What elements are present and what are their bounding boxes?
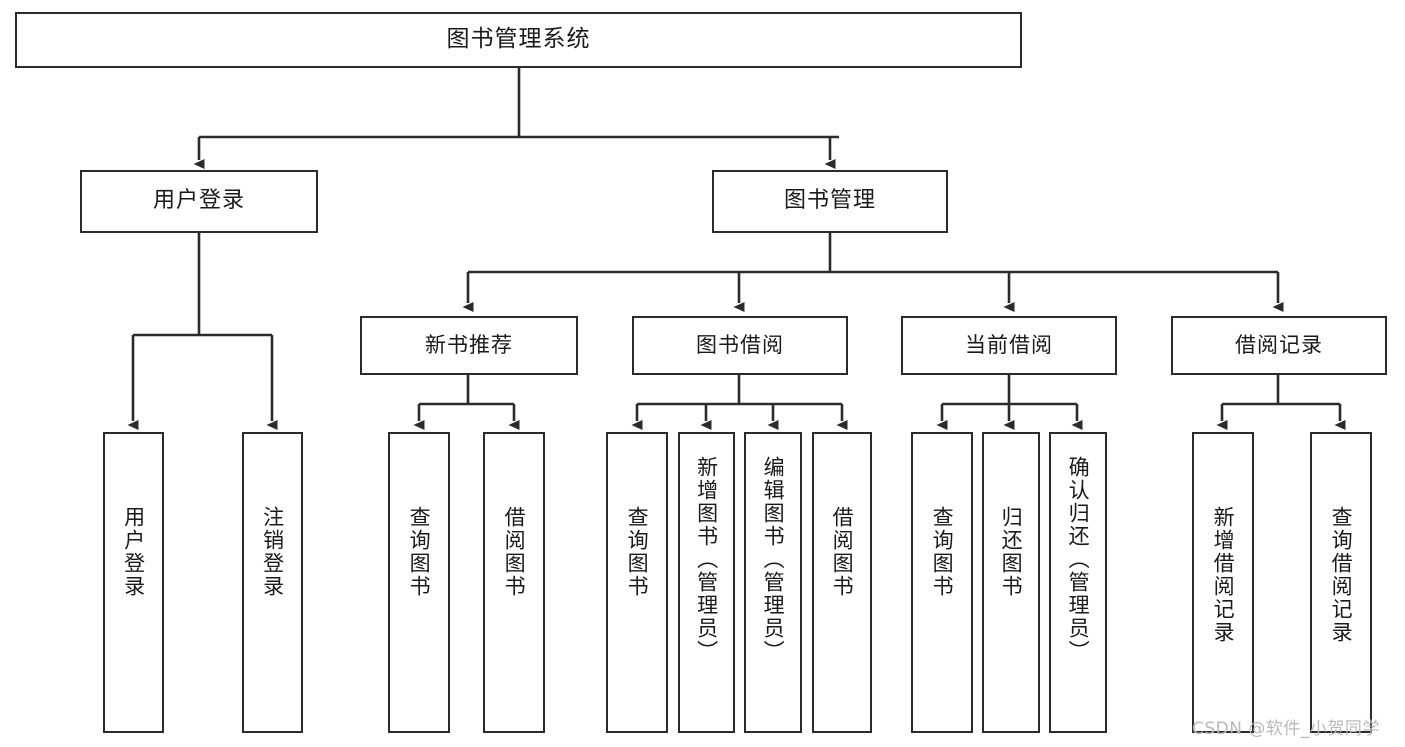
leaf-logout[interactable]: 注销登录 [242,432,303,733]
leaf-current-return-book[interactable]: 归还图书 [982,432,1040,733]
leaf-user-login-label: 用户登录 [121,506,146,598]
node-user-login[interactable]: 用户登录 [80,170,318,233]
leaf-logout-label: 注销登录 [260,506,285,598]
leaf-borrow-edit-book-admin-label: 编辑图书（管理员） [761,456,786,663]
node-root-system[interactable]: 图书管理系统 [15,12,1022,68]
csdn-watermark: CSDN @软件_小贺同学 [1192,719,1380,739]
node-book-borrow[interactable]: 图书借阅 [632,316,848,375]
node-book-borrow-label: 图书借阅 [696,332,784,357]
leaf-current-confirm-return-admin-label: 确认归还（管理员） [1066,456,1091,663]
node-borrow-record[interactable]: 借阅记录 [1171,316,1387,375]
leaf-recommend-borrow-book[interactable]: 借阅图书 [483,432,545,733]
leaf-record-query-record[interactable]: 查询借阅记录 [1310,432,1372,733]
leaf-borrow-borrow-book[interactable]: 借阅图书 [812,432,872,733]
leaf-user-login[interactable]: 用户登录 [103,432,164,733]
leaf-current-query-book-label: 查询图书 [930,506,955,598]
leaf-current-query-book[interactable]: 查询图书 [911,432,973,733]
leaf-borrow-add-book-admin[interactable]: 新增图书（管理员） [678,432,735,733]
node-current-borrow-label: 当前借阅 [965,332,1053,357]
node-borrow-record-label: 借阅记录 [1235,332,1323,357]
node-user-login-label: 用户登录 [152,188,245,214]
leaf-recommend-query-book-label: 查询图书 [407,506,432,598]
leaf-record-add-record[interactable]: 新增借阅记录 [1192,432,1254,733]
leaf-current-return-book-label: 归还图书 [999,506,1024,598]
leaf-record-add-record-label: 新增借阅记录 [1211,506,1236,644]
leaf-borrow-borrow-book-label: 借阅图书 [830,506,855,598]
node-new-book-recommend-label: 新书推荐 [425,332,513,357]
leaf-borrow-edit-book-admin[interactable]: 编辑图书（管理员） [744,432,802,733]
node-current-borrow[interactable]: 当前借阅 [901,316,1117,375]
leaf-recommend-borrow-book-label: 借阅图书 [502,506,527,598]
node-book-management-label: 图书管理 [783,188,876,214]
node-new-book-recommend[interactable]: 新书推荐 [360,316,578,375]
leaf-borrow-add-book-admin-label: 新增图书（管理员） [694,456,719,663]
leaf-recommend-query-book[interactable]: 查询图书 [388,432,450,733]
leaf-borrow-query-book-label: 查询图书 [625,506,650,598]
leaf-current-confirm-return-admin[interactable]: 确认归还（管理员） [1049,432,1107,733]
leaf-record-query-record-label: 查询借阅记录 [1329,506,1354,644]
node-root-system-label: 图书管理系统 [446,26,591,53]
node-book-management[interactable]: 图书管理 [712,170,948,233]
leaf-borrow-query-book[interactable]: 查询图书 [606,432,668,733]
